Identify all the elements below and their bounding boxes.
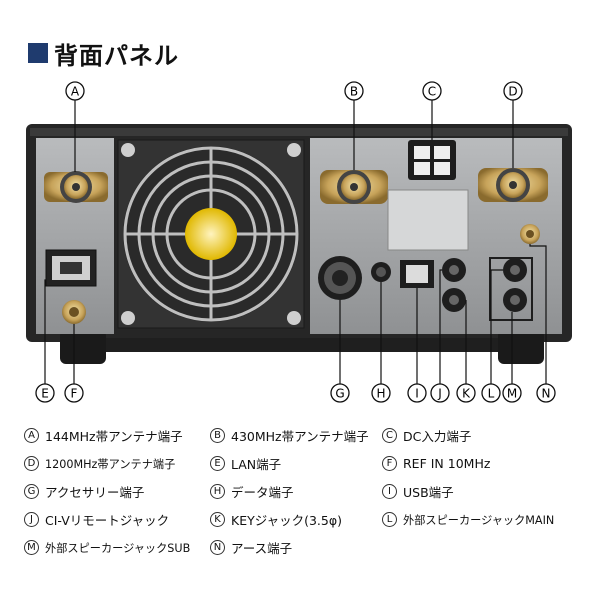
svg-text:C: C [428, 85, 436, 99]
callout-l: L [481, 383, 501, 403]
svg-text:I: I [415, 387, 419, 401]
legend-text: LAN端子 [231, 457, 282, 472]
legend-text: DC入力端子 [403, 429, 472, 444]
legend-text: 144MHz帯アンテナ端子 [45, 429, 183, 444]
legend-text: KEYジャック(3.5φ) [231, 513, 342, 528]
page-title-text: 背面パネル [54, 41, 179, 70]
left-foot [60, 330, 106, 364]
callout-labels: A B C D E F G H I J K L M N [35, 81, 556, 403]
connector-e [45, 249, 97, 287]
callout-i: I [407, 383, 427, 403]
connector-k [442, 288, 466, 312]
legend-text: 外部スピーカージャックMAIN [403, 513, 555, 527]
legend-item-f: F REF IN 10MHz [382, 454, 584, 473]
svg-text:L: L [488, 387, 495, 401]
badge-h: H [210, 484, 225, 499]
legend-text: アクセサリー端子 [45, 485, 145, 500]
legend-item-e: E LAN端子 [210, 454, 382, 473]
legend-text: アース端子 [231, 541, 293, 556]
badge-l: L [382, 512, 397, 527]
badge-i: I [382, 484, 397, 499]
callout-k: K [456, 383, 476, 403]
badge-c: C [382, 428, 397, 443]
callout-e: E [35, 383, 55, 403]
svg-text:H: H [376, 387, 385, 401]
legend-text: 1200MHz帯アンテナ端子 [45, 457, 176, 471]
connector-d [478, 168, 548, 202]
rear-panel-illustration: A B C D E F G H I J K L M N [26, 81, 572, 403]
legend-item-a: A 144MHz帯アンテナ端子 [24, 426, 210, 445]
cooling-fan [117, 139, 305, 329]
badge-d: D [24, 456, 39, 471]
callout-b: B [344, 81, 364, 101]
legend-item-h: H データ端子 [210, 482, 382, 501]
badge-j: J [24, 512, 39, 527]
svg-text:G: G [335, 387, 344, 401]
callout-h: H [371, 383, 391, 403]
callout-j: J [430, 383, 450, 403]
connector-j [442, 258, 466, 282]
svg-text:M: M [507, 387, 517, 401]
connector-i [400, 260, 434, 288]
legend-item-c: C DC入力端子 [382, 426, 584, 445]
badge-b: B [210, 428, 225, 443]
legend-item-n: N アース端子 [210, 538, 382, 557]
svg-text:J: J [437, 387, 442, 401]
svg-text:N: N [542, 387, 551, 401]
svg-text:A: A [71, 85, 80, 99]
connector-b [320, 170, 388, 204]
legend-item-m: M 外部スピーカージャックSUB [24, 538, 210, 557]
svg-text:E: E [41, 387, 49, 401]
connector-m [503, 288, 527, 312]
legend-item-d: D 1200MHz帯アンテナ端子 [24, 454, 210, 473]
legend-item-l: L 外部スピーカージャックMAIN [382, 510, 584, 529]
title-marker [28, 43, 48, 63]
badge-f: F [382, 456, 397, 471]
connector-a [44, 171, 108, 203]
badge-a: A [24, 428, 39, 443]
connector-h [371, 262, 391, 282]
legend-item-g: G アクセサリー端子 [24, 482, 210, 501]
badge-k: K [210, 512, 225, 527]
callout-n: N [536, 383, 556, 403]
svg-text:F: F [71, 387, 78, 401]
svg-text:B: B [350, 85, 358, 99]
legend-text: CI-Vリモートジャック [45, 513, 170, 528]
leader-lines [44, 100, 547, 384]
svg-text:D: D [508, 85, 517, 99]
badge-e: E [210, 456, 225, 471]
legend-text: データ端子 [231, 485, 294, 500]
legend-item-j: J CI-Vリモートジャック [24, 510, 210, 529]
right-foot [498, 330, 544, 364]
legend-text: USB端子 [403, 485, 454, 500]
svg-text:K: K [462, 387, 471, 401]
legend-text: 外部スピーカージャックSUB [45, 541, 191, 555]
page-title: 背面パネル [28, 38, 179, 70]
legend-item-i: I USB端子 [382, 482, 584, 501]
badge-m: M [24, 540, 39, 555]
callout-g: G [330, 383, 350, 403]
callout-d: D [503, 81, 523, 101]
legend-item-b: B 430MHz帯アンテナ端子 [210, 426, 382, 445]
connector-g [318, 256, 362, 300]
callout-c: C [422, 81, 442, 101]
callout-f: F [64, 383, 84, 403]
legend-text: 430MHz帯アンテナ端子 [231, 429, 369, 444]
info-sticker [387, 189, 469, 251]
legend-item-k: K KEYジャック(3.5φ) [210, 510, 382, 529]
legend-text: REF IN 10MHz [403, 456, 491, 471]
connector-c [408, 140, 456, 180]
connector-l [503, 258, 527, 282]
connector-f [62, 300, 86, 324]
callout-m: M [502, 383, 522, 403]
badge-g: G [24, 484, 39, 499]
connector-n [520, 224, 540, 244]
badge-n: N [210, 540, 225, 555]
callout-a: A [65, 81, 85, 101]
